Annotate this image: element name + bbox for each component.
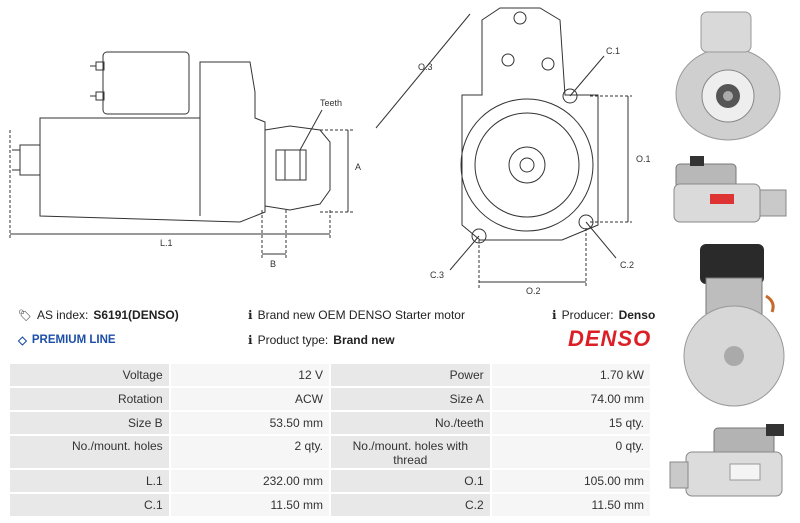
product-type: ℹ Product type: Brand new <box>248 333 395 347</box>
diamond-icon: ◇ <box>18 335 27 347</box>
product-type-value: Brand new <box>333 333 395 347</box>
spec-key: Rotation <box>10 388 169 410</box>
photo-front[interactable] <box>666 4 800 144</box>
producer-value: Denso <box>618 308 656 322</box>
spec-value: 53.50 mm <box>170 412 329 434</box>
table-row: Voltage 12 V Power 1.70 kW <box>10 364 650 386</box>
spec-value: 2 qty. <box>170 436 329 468</box>
table-row: Rotation ACW Size A 74.00 mm <box>10 388 650 410</box>
spec-value: 11.50 mm <box>491 494 650 516</box>
description: ℹ Brand new OEM DENSO Starter motor <box>248 308 465 322</box>
table-row: No./mount. holes 2 qty. No./mount. holes… <box>10 436 650 468</box>
premium-line: ◇ PREMIUM LINE <box>18 333 116 347</box>
spec-key: Power <box>330 364 490 386</box>
table-row: L.1 232.00 mm O.1 105.00 mm <box>10 470 650 492</box>
table-row: C.1 11.50 mm C.2 11.50 mm <box>10 494 650 516</box>
label-o3: O.3 <box>418 62 433 72</box>
label-o2: O.2 <box>526 286 541 296</box>
label-a: A <box>355 162 361 172</box>
spec-value: 74.00 mm <box>491 388 650 410</box>
spec-key: No./mount. holes <box>10 436 169 468</box>
spec-value: 15 qty. <box>491 412 650 434</box>
spec-table: Voltage 12 V Power 1.70 kW Rotation ACW … <box>8 362 652 518</box>
spec-key: O.1 <box>330 470 490 492</box>
pinion <box>275 149 307 181</box>
label-c3: C.3 <box>430 270 444 280</box>
photo-side-bottom[interactable] <box>666 418 800 514</box>
motor-body <box>39 61 266 223</box>
producer-label: Producer: <box>561 308 614 322</box>
premium-line-label: PREMIUM LINE <box>31 334 116 346</box>
info-icon: ℹ <box>552 308 557 322</box>
mount-hole-c1 <box>562 88 578 104</box>
spec-key: L.1 <box>10 470 169 492</box>
front-hub <box>508 146 546 184</box>
solenoid-body <box>102 51 190 115</box>
label-teeth: Teeth <box>320 98 342 108</box>
photo-side-top[interactable] <box>666 150 800 232</box>
technical-drawing: Teeth A L.1 B O.3 C.1 O.1 C.2 C.3 O.2 <box>9 7 651 296</box>
label-o1: O.1 <box>636 154 651 164</box>
spec-value: 12 V <box>170 364 329 386</box>
spec-value: 0 qty. <box>491 436 650 468</box>
product-type-label: Product type: <box>257 333 329 347</box>
tag-icon: 🏷︎ <box>18 309 32 322</box>
label-b: B <box>270 259 276 269</box>
table-row: Size B 53.50 mm No./teeth 15 qty. <box>10 412 650 434</box>
spec-key: No./mount. holes with thread <box>330 436 490 468</box>
product-photos <box>660 0 800 523</box>
producer: ℹ Producer: Denso <box>552 308 655 322</box>
photo-rear[interactable] <box>666 238 800 408</box>
product-info: 🏷︎ AS index: S6191(DENSO) ◇ PREMIUM LINE… <box>0 300 660 360</box>
label-c2: C.2 <box>620 260 634 270</box>
as-index: 🏷︎ AS index: S6191(DENSO) <box>18 308 179 322</box>
spec-value: 232.00 mm <box>170 470 329 492</box>
info-icon: ℹ <box>248 333 253 347</box>
spec-value: ACW <box>170 388 329 410</box>
spec-key: Size A <box>330 388 490 410</box>
info-icon: ℹ <box>248 308 253 322</box>
spec-key: Size B <box>10 412 169 434</box>
flange <box>461 7 599 241</box>
spec-key: Voltage <box>10 364 169 386</box>
spec-value: 11.50 mm <box>170 494 329 516</box>
as-index-label: AS index: <box>36 308 89 322</box>
spec-value: 1.70 kW <box>491 364 650 386</box>
spec-key: C.1 <box>10 494 169 516</box>
label-l1: L.1 <box>160 238 173 248</box>
denso-logo: DENSO <box>568 326 652 351</box>
as-index-value: S6191(DENSO) <box>93 308 179 322</box>
label-c1: C.1 <box>606 46 620 56</box>
spec-key: C.2 <box>330 494 490 516</box>
description-text: Brand new OEM DENSO Starter motor <box>257 308 465 322</box>
spec-value: 105.00 mm <box>491 470 650 492</box>
spec-key: No./teeth <box>330 412 490 434</box>
